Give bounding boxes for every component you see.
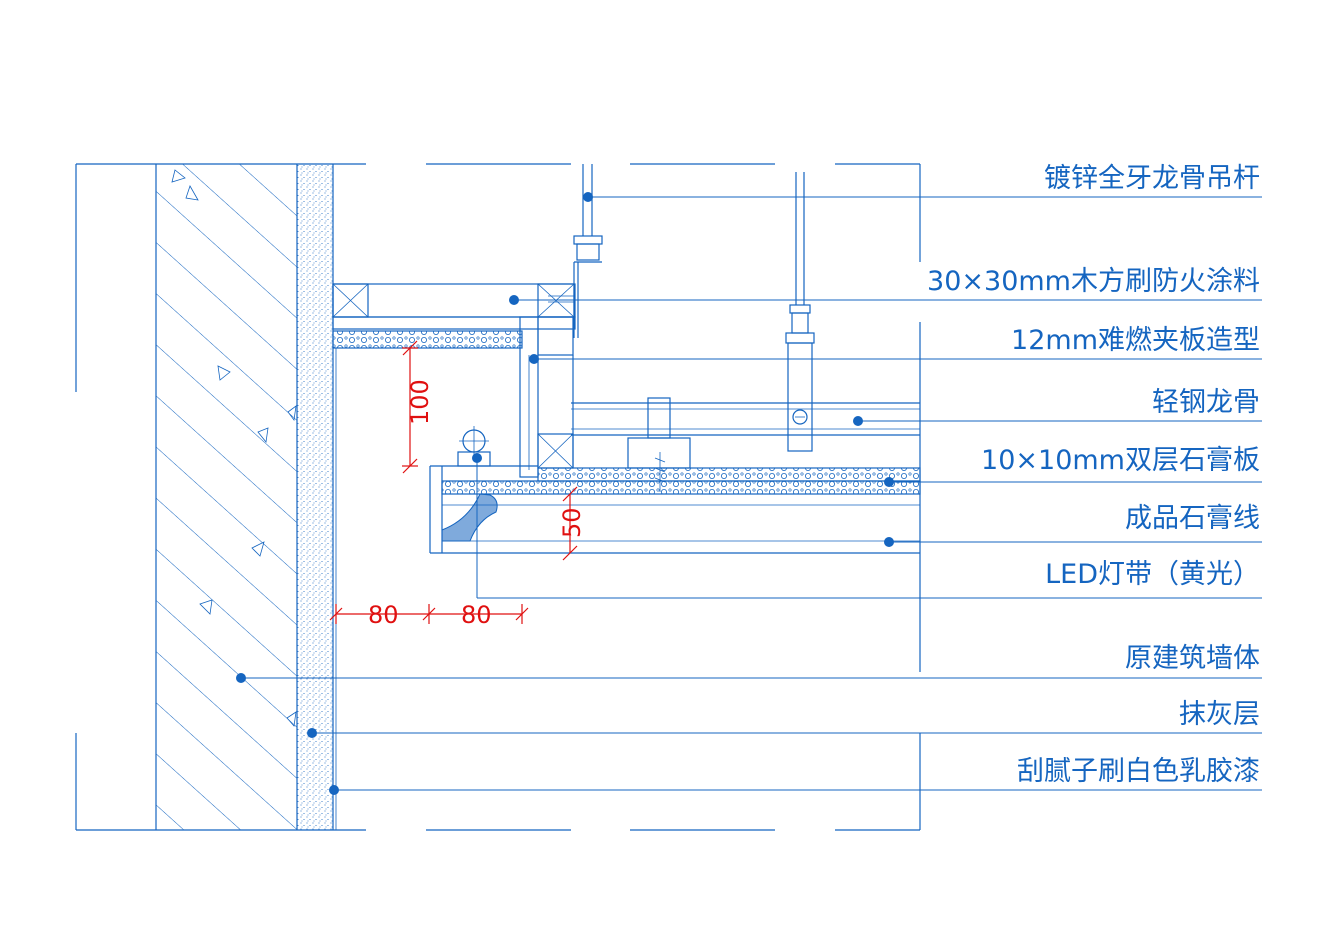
plywood-board-upper <box>332 330 523 349</box>
label-gypsum-cornice: 成品石膏线 <box>1125 503 1260 534</box>
label-plywood: 12mm难燃夹板造型 <box>1011 325 1260 356</box>
plaster-layer <box>297 164 337 830</box>
break-lines <box>76 163 921 831</box>
dimension-80-80 <box>329 604 529 624</box>
led-light-icon <box>457 426 491 598</box>
label-plaster-layer: 抹灰层 <box>1179 699 1260 730</box>
dimension-80-a-text: 80 <box>368 601 399 629</box>
dimension-50 <box>562 486 578 561</box>
label-steel-keel: 轻钢龙骨 <box>1152 387 1260 418</box>
building-wall <box>75 164 298 830</box>
hanger-rod-right <box>785 172 815 452</box>
label-wood-batten: 30×30mm木方刷防火涂料 <box>927 266 1260 297</box>
label-building-wall: 原建筑墙体 <box>1125 643 1260 674</box>
dimension-50-text: 50 <box>558 507 586 538</box>
dimension-100 <box>402 340 418 474</box>
wood-batten-frame <box>332 283 576 478</box>
label-hanger-rod: 镀锌全牙龙骨吊杆 <box>1044 163 1260 194</box>
leader-lines <box>236 192 1262 795</box>
gypsum-board-double <box>429 465 921 554</box>
label-led-strip: LED灯带（黄光） <box>1045 559 1260 590</box>
dimension-100-text: 100 <box>406 379 434 425</box>
dimension-80-b-text: 80 <box>461 601 492 629</box>
label-latex-paint: 刮腻子刷白色乳胶漆 <box>1017 756 1260 787</box>
gypsum-cornice <box>441 493 498 542</box>
light-steel-keel <box>571 355 920 492</box>
label-gypsum-board: 10×10mm双层石膏板 <box>981 445 1260 476</box>
